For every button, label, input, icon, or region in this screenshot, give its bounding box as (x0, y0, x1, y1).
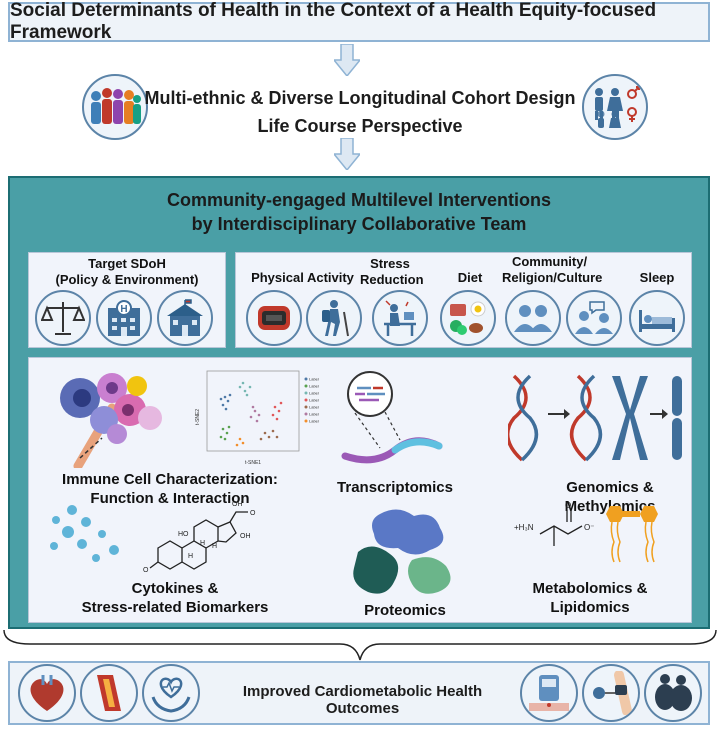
cohort-line-2: Life Course Perspective (257, 116, 463, 136)
steroid-ho1: HO (178, 531, 189, 538)
curly-brace (3, 629, 717, 661)
transcriptomics-label: Transcriptomics (337, 479, 453, 496)
diverse-people-icon (82, 74, 148, 140)
community-label: Community/ Religion/Culture (502, 254, 603, 285)
dna-helix-2 (569, 374, 603, 462)
svg-text:Label: Label (309, 412, 319, 417)
sdoh-label-line-2: (Policy & Environment) (55, 272, 199, 287)
down-arrow-icon (334, 44, 360, 76)
molecule-oxygen: O (565, 501, 571, 510)
school-icon (157, 290, 213, 346)
cytokines-line-2: Stress-related Biomarkers (81, 599, 269, 616)
protein-structure-icon (353, 509, 451, 594)
immune-cells-icon (60, 373, 162, 468)
hiker-icon (306, 290, 362, 346)
genomics-label: Genomics & Methylomics (545, 478, 675, 516)
scales-icon (35, 290, 91, 346)
sleep-label: Sleep (639, 270, 675, 285)
svg-text:H: H (120, 304, 127, 315)
svg-text:Label: Label (309, 377, 319, 382)
interventions-title: Community-engaged Multilevel Interventio… (8, 188, 710, 236)
immune-cell-line-2: Function & Interaction (90, 490, 250, 507)
steroid-h3: H (188, 553, 193, 560)
obesity-icon (644, 664, 702, 722)
genomics-line-1: Genomics & (566, 479, 654, 496)
molecule-carboxylate: O⁻ (584, 523, 594, 532)
svg-text:Label: Label (309, 405, 319, 410)
immune-cell-line-1: Immune Cell Characterization: (62, 471, 278, 488)
blood-pressure-cuff-icon (582, 664, 640, 722)
heart-icon (18, 664, 76, 722)
dna-chromosome-icon (508, 374, 682, 462)
lipid-bilayer-icon (606, 506, 658, 563)
svg-text:Label: Label (309, 398, 319, 403)
glucose-meter-icon (520, 664, 578, 722)
cortisol-structure-icon: O HO OH OH O H H H (143, 501, 256, 574)
transcriptomics-icon (341, 371, 443, 464)
gender-diversity-icon (582, 74, 648, 140)
steroid-o2: O (250, 510, 256, 517)
cytokine-molecules-icon (50, 505, 119, 562)
desk-worker-icon (372, 290, 428, 346)
interventions-title-line-1: Community-engaged Multilevel Interventio… (166, 190, 552, 210)
heart-health-hands-icon (142, 664, 200, 722)
bed-icon (629, 290, 685, 346)
artery-icon (80, 664, 138, 722)
sdoh-label: Target SDoH (Policy & Environment) (28, 256, 226, 288)
physical-activity-label: Physical Activity (251, 270, 354, 285)
outcome-label: Improved Cardiometabolic Health Outcomes (242, 683, 483, 717)
steroid-h2: H (212, 543, 217, 550)
framework-title: Social Determinants of Health in the Con… (10, 0, 657, 43)
dna-helix-1 (508, 374, 539, 462)
metabolomics-label: Metabolomics & Lipidomics (510, 579, 670, 617)
steroid-oh1: OH (240, 533, 251, 540)
metabolomics-line-1: Metabolomics & (532, 580, 648, 597)
tsne-xlabel: t-SNE1 (245, 460, 261, 466)
down-arrow-icon (334, 138, 360, 170)
cytokines-label: Cytokines & Stress-related Biomarkers (60, 579, 290, 617)
tsne-ylabel: t-SNE2 (195, 409, 201, 425)
stress-reduction-label: Stress Reduction (360, 256, 424, 287)
tsne-scatter-plot: t-SNE2 t-SNE1 Label Label Label Label La… (195, 370, 319, 466)
molecule-amine: +H₃N (514, 523, 534, 532)
immune-cell-label: Immune Cell Characterization: Function &… (40, 470, 300, 508)
tsne-legend: Label Label Label Label Label Label Labe… (304, 377, 319, 424)
svg-text:Label: Label (309, 419, 319, 424)
tsne-clusters (219, 381, 283, 447)
steroid-oh2: OH (232, 501, 243, 508)
fitness-tracker-icon (246, 290, 302, 346)
food-icon (440, 290, 496, 346)
proteomics-label: Proteomics (364, 602, 446, 619)
sdoh-label-line-1: Target SDoH (88, 256, 166, 271)
community-group-icon (505, 290, 561, 346)
svg-text:Label: Label (309, 391, 319, 396)
steroid-h1: H (200, 540, 205, 547)
conversation-icon (566, 290, 622, 346)
cohort-design-text: Multi-ethnic & Diverse Longitudinal Coho… (130, 84, 590, 140)
interventions-title-line-2: by Interdisciplinary Collaborative Team (191, 214, 527, 234)
metabolomics-line-2: Lipidomics (550, 599, 630, 616)
framework-title-box: Social Determinants of Health in the Con… (8, 0, 710, 43)
svg-text:Label: Label (309, 384, 319, 389)
hospital-icon: H (96, 290, 152, 346)
amino-acid-structure-icon: +H₃N O O⁻ (514, 501, 594, 546)
diet-label: Diet (457, 270, 483, 285)
cohort-line-1: Multi-ethnic & Diverse Longitudinal Coho… (144, 88, 576, 108)
steroid-o1: O (143, 567, 149, 574)
cytokines-line-1: Cytokines & (131, 580, 219, 597)
